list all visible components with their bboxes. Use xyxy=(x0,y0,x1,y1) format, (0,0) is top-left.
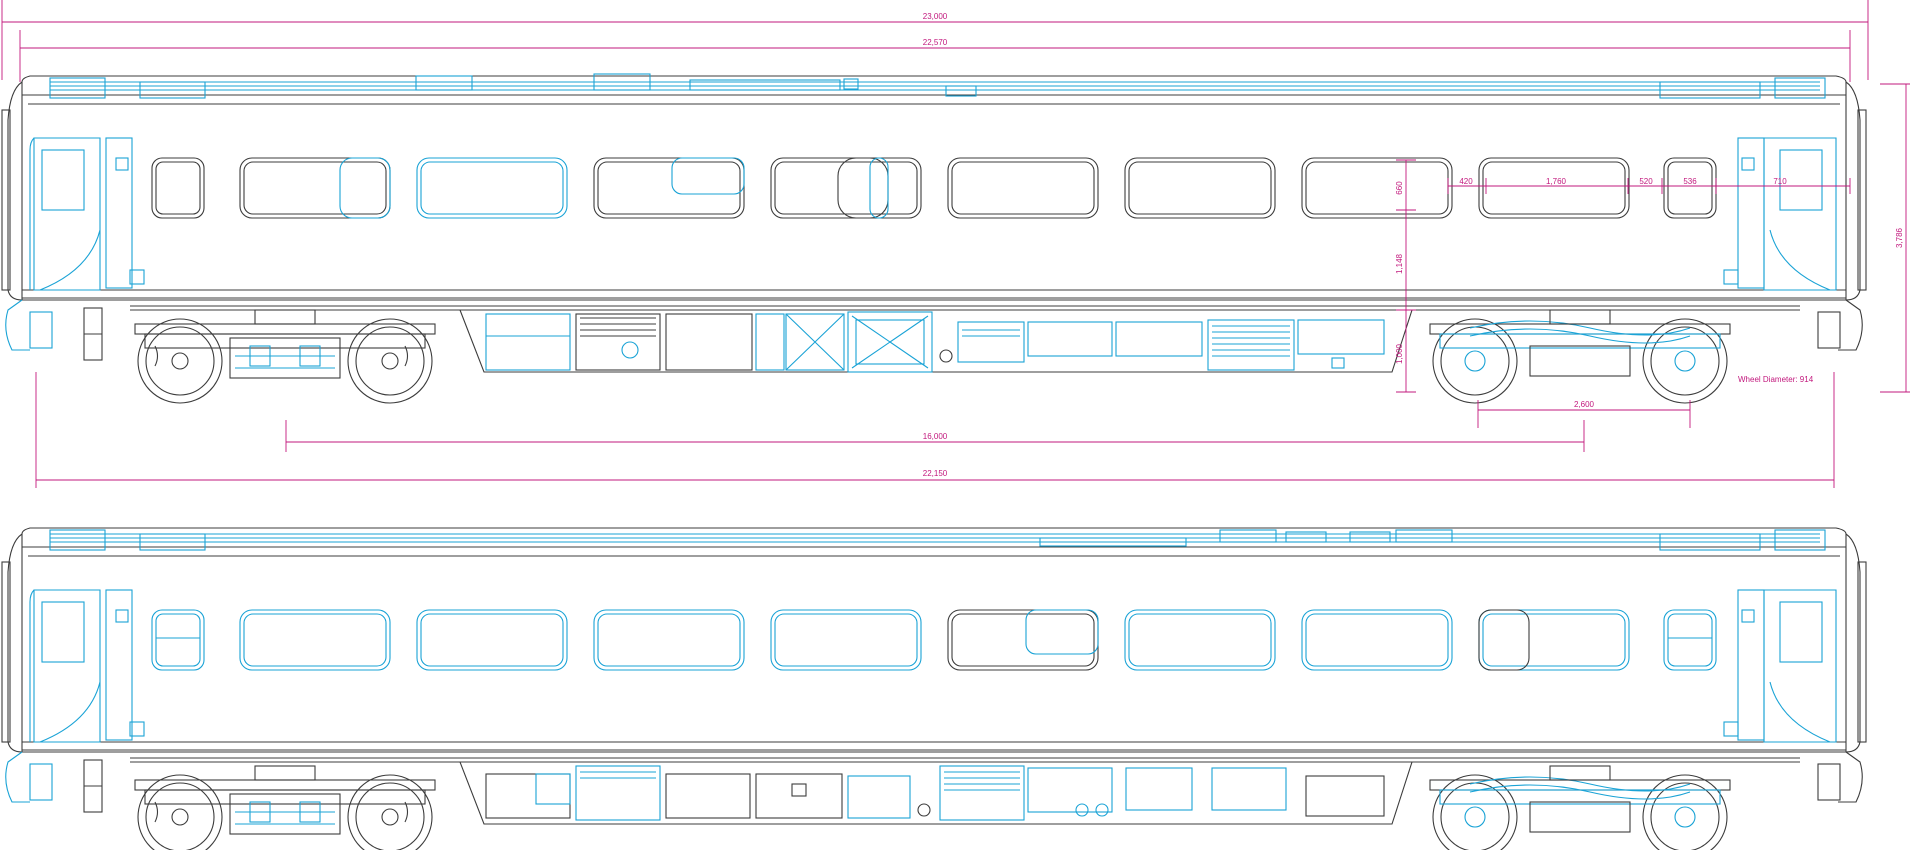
coach-lower xyxy=(1,527,1867,850)
coach-upper xyxy=(1,73,1867,404)
dim-label-window-height: 660 xyxy=(1395,181,1404,195)
dimension-coupler-span: 22,150 xyxy=(35,372,1835,488)
dim-label-floor-height: 1,000 xyxy=(1395,343,1404,364)
dim-label-body-length: 22,570 xyxy=(923,38,948,47)
dim-label-bogie-centres: 16,000 xyxy=(923,432,948,441)
dim-label-overall-length: 23,000 xyxy=(923,12,948,21)
dimension-wheel-diameter: Wheel Diameter: 914 xyxy=(1738,375,1814,384)
dim-label-bogie-wheelbase: 2,600 xyxy=(1574,400,1595,409)
dimension-body-length: 22,570 xyxy=(19,30,1851,82)
dimension-bogie-centres: 16,000 xyxy=(285,420,1585,452)
dim-label-pier-mid: 520 xyxy=(1639,177,1653,186)
dim-label-wheel-diameter: Wheel Diameter: 914 xyxy=(1738,375,1814,384)
dimension-height: 3,786 xyxy=(1880,83,1910,393)
dimension-bogie-wheelbase: 2,600 xyxy=(1477,400,1691,428)
dim-label-height: 3,786 xyxy=(1895,227,1904,248)
dim-label-window-width: 1,760 xyxy=(1546,177,1567,186)
dimension-vertical-stack: 660 1,148 1,000 xyxy=(1395,159,1416,393)
dim-label-coupler-span: 22,150 xyxy=(923,469,948,478)
dim-label-waist-height: 1,148 xyxy=(1395,253,1404,274)
dim-label-door-offset: 710 xyxy=(1773,177,1787,186)
dimension-window-pitch: 420 1,760 520 536 710 xyxy=(1447,177,1851,194)
dimension-overall-length: 23,000 xyxy=(1,0,1869,80)
dim-label-pier-end: 420 xyxy=(1459,177,1473,186)
dim-label-small-window: 536 xyxy=(1683,177,1697,186)
